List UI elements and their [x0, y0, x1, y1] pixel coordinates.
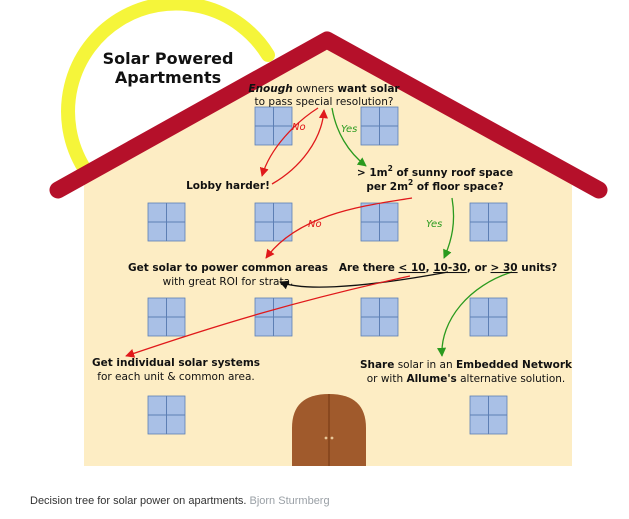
share-line1: Share solar in an Embedded Network — [360, 359, 573, 371]
window — [469, 395, 508, 435]
roof — [49, 31, 608, 199]
figure-caption: Decision tree for solar power on apartme… — [30, 495, 330, 507]
arrow-q2-no — [265, 197, 413, 259]
window — [469, 202, 508, 242]
window — [360, 106, 399, 146]
diagram-canvas: Solar Powered Apartments Enough owners w… — [49, 0, 608, 466]
window — [360, 202, 399, 242]
label-yes-1: Yes — [341, 124, 357, 135]
common-sub: with great ROI for strata. — [163, 276, 294, 288]
common-title: Get solar to power common areas — [128, 262, 328, 274]
label-no-1: No — [292, 122, 306, 133]
building-wall — [84, 40, 572, 466]
arrow-10-30 — [125, 275, 411, 358]
windows — [147, 106, 508, 435]
diagram-svg: Solar Powered Apartments Enough owners w… — [49, 0, 608, 466]
arrow-q1-no — [259, 107, 319, 177]
arrow-lt10 — [279, 271, 449, 290]
lobby-harder: Lobby harder! — [186, 180, 270, 192]
window — [254, 297, 293, 337]
window — [254, 106, 293, 146]
window — [469, 297, 508, 337]
title-line2: Apartments — [115, 68, 221, 87]
window — [147, 202, 186, 242]
label-no-2: No — [308, 219, 322, 230]
door — [292, 394, 366, 466]
q1-line2: to pass special resolution? — [255, 96, 394, 108]
window — [360, 297, 399, 337]
window — [254, 202, 293, 242]
individual-title: Get individual solar systems — [92, 357, 260, 369]
arrow-gt30 — [437, 271, 513, 357]
individual-sub: for each unit & common area. — [97, 371, 254, 383]
arrow-q1-yes — [331, 107, 367, 167]
arrow-lobby-back — [271, 109, 328, 185]
q3: Are there < 10, 10-30, or > 30 units? — [339, 262, 557, 274]
arrow-q2-yes — [443, 197, 455, 259]
window — [147, 297, 186, 337]
q1-line1: Enough owners want solar — [248, 83, 400, 95]
q2-line2: per 2m2 of floor space? — [366, 178, 503, 193]
title-line1: Solar Powered — [103, 49, 234, 68]
window — [147, 395, 186, 435]
q2-line1: > 1m2 of sunny roof space — [357, 164, 513, 179]
label-yes-2: Yes — [426, 219, 442, 230]
share-line2: or with Allume's alternative solution. — [367, 373, 565, 385]
sun-ring — [61, 0, 275, 175]
caption-credit: Bjorn Sturmberg — [249, 495, 330, 507]
caption-text: Decision tree for solar power on apartme… — [30, 495, 247, 507]
